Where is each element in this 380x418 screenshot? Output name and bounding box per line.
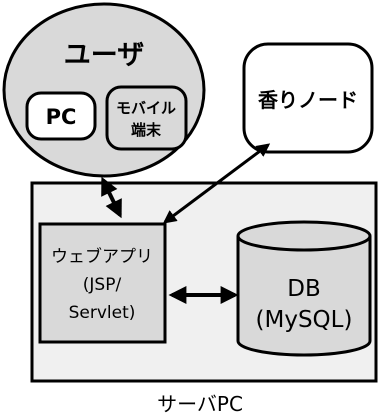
user-title: ユーザ <box>64 40 144 71</box>
webapp-label-line2: (JSP/ <box>83 275 122 295</box>
db-cylinder <box>236 220 372 357</box>
webapp-label-line1: ウェブアプリ <box>51 246 153 267</box>
mobile-label-line2: 端末 <box>131 121 162 139</box>
pc-label: PC <box>46 105 77 129</box>
kaori-node-label: 香りノード <box>258 88 358 112</box>
pc-box <box>25 91 97 141</box>
webapp-label-line3: Servlet) <box>69 303 136 323</box>
kaori-node-box <box>242 42 374 154</box>
db-label-line2: (MySQL) <box>256 307 353 333</box>
db-label-line1: DB <box>287 276 321 302</box>
arrow-user-webapp <box>101 176 122 219</box>
arrow-kaori-webapp <box>162 143 271 224</box>
mobile-terminal-box <box>105 85 188 151</box>
webapp-box <box>38 222 167 344</box>
server-pc-caption: サーバPC <box>157 392 243 416</box>
mobile-label-line1: モバイル <box>116 99 176 117</box>
